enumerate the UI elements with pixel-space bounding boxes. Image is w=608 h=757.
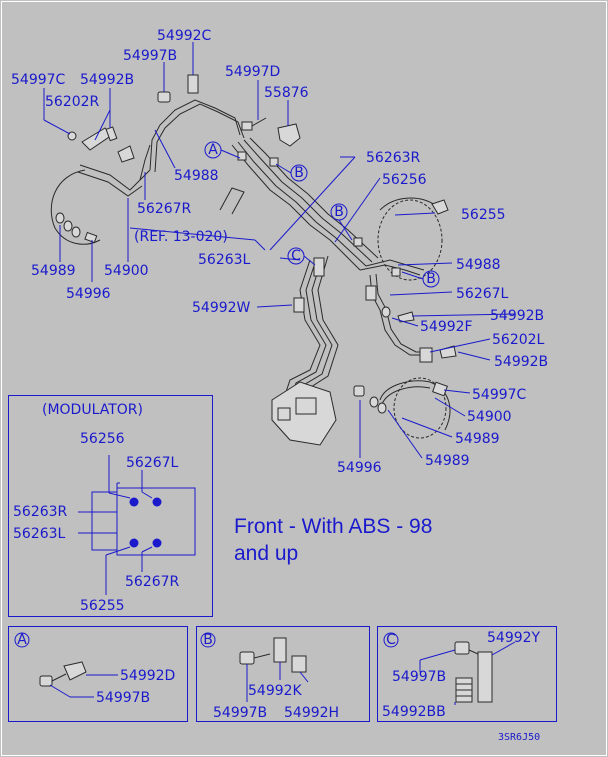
main-assembly — [50, 74, 457, 446]
part-label: 56202L — [492, 332, 545, 348]
callout-b-letter: B — [334, 204, 344, 220]
part-label: 56267L — [456, 286, 509, 302]
callout-b-main-3: B — [401, 270, 440, 288]
part-label: 56255 — [80, 598, 125, 614]
part-label: 54900 — [104, 263, 149, 279]
callout-b-letter: B — [426, 271, 436, 287]
part-label: 54992H — [284, 705, 339, 721]
part-label: 54988 — [174, 168, 219, 184]
part-ref-label: (REF. 13-020) — [134, 229, 228, 245]
diagram-code: 3SR6J50 — [498, 732, 540, 743]
detail-a-inset: A 54992D 54997B — [8, 626, 188, 722]
callout-a-main: A — [204, 141, 241, 159]
part-label: 54992F — [420, 319, 473, 335]
part-label: 54996 — [337, 460, 382, 476]
part-label: 54997D — [225, 64, 280, 80]
part-label: 56267R — [137, 201, 192, 217]
part-label: 54992K — [248, 683, 303, 699]
part-label: 56202R — [45, 94, 100, 110]
callout-b-main-2: B — [330, 203, 353, 241]
detail-b-inset: B 54992K 54997B 54992H — [196, 626, 370, 722]
callout-c-main: C — [287, 247, 316, 266]
callout-c-letter: C — [291, 248, 301, 264]
detail-c-letter: C — [386, 632, 396, 648]
port-dot — [152, 497, 162, 507]
part-label: 56267L — [126, 455, 179, 471]
part-label: 54992C — [157, 28, 212, 44]
detail-c-inset: C 54992Y 54997B 54992BB — [377, 626, 557, 722]
part-label: 54997C — [11, 72, 66, 88]
part-label: 54989 — [31, 263, 76, 279]
detail-b-letter: B — [203, 632, 213, 648]
part-label: 54997B — [392, 669, 446, 685]
part-label: 54900 — [467, 409, 512, 425]
part-label: 54989 — [455, 431, 500, 447]
detail-a-letter: A — [17, 632, 27, 648]
part-label: 54992B — [80, 72, 134, 88]
part-labels: 54992C 54997B 54997D 55876 54997C 54992B… — [11, 28, 548, 476]
modulator-inset: (MODULATOR) 56256 56267L 56263R 56263L 5… — [8, 395, 213, 617]
part-label: 54992B — [494, 354, 548, 370]
right-hose-loop — [379, 380, 451, 431]
part-label: 54992B — [490, 308, 544, 324]
part-label: 56263L — [13, 526, 66, 542]
part-label: 54989 — [425, 453, 470, 469]
part-label: 54997B — [213, 705, 267, 721]
modulator-title: (MODULATOR) — [42, 402, 143, 418]
callout-b-letter: B — [294, 165, 304, 181]
part-label: 56255 — [461, 207, 506, 223]
part-label: 54997C — [472, 387, 527, 403]
part-label: 54996 — [66, 286, 111, 302]
callout-b-main-1: B — [275, 163, 308, 182]
part-label: 56256 — [80, 431, 125, 447]
part-label: 54992W — [192, 300, 251, 316]
caption-line-2: and up — [234, 542, 298, 565]
part-label: 54997B — [96, 690, 150, 706]
part-label: 54997B — [123, 48, 177, 64]
left-hose-loop — [50, 169, 101, 245]
port-dot — [152, 538, 162, 548]
leader-lines — [43, 42, 516, 459]
part-label: 54988 — [456, 257, 501, 273]
part-label: 54992Y — [487, 630, 541, 646]
callout-a-letter: A — [208, 142, 218, 158]
part-label: 54992D — [120, 668, 175, 684]
part-label: 56263R — [13, 504, 68, 520]
part-label: 56263L — [198, 252, 251, 268]
caption-line-1: Front - With ABS - 98 — [234, 515, 432, 538]
part-label: 54992BB — [382, 704, 446, 720]
part-label: 56256 — [382, 172, 427, 188]
part-label: 55876 — [264, 85, 309, 101]
part-label: 56267R — [125, 574, 180, 590]
port-dot — [129, 538, 139, 548]
part-label: 56263R — [366, 150, 421, 166]
port-dot — [129, 497, 139, 507]
